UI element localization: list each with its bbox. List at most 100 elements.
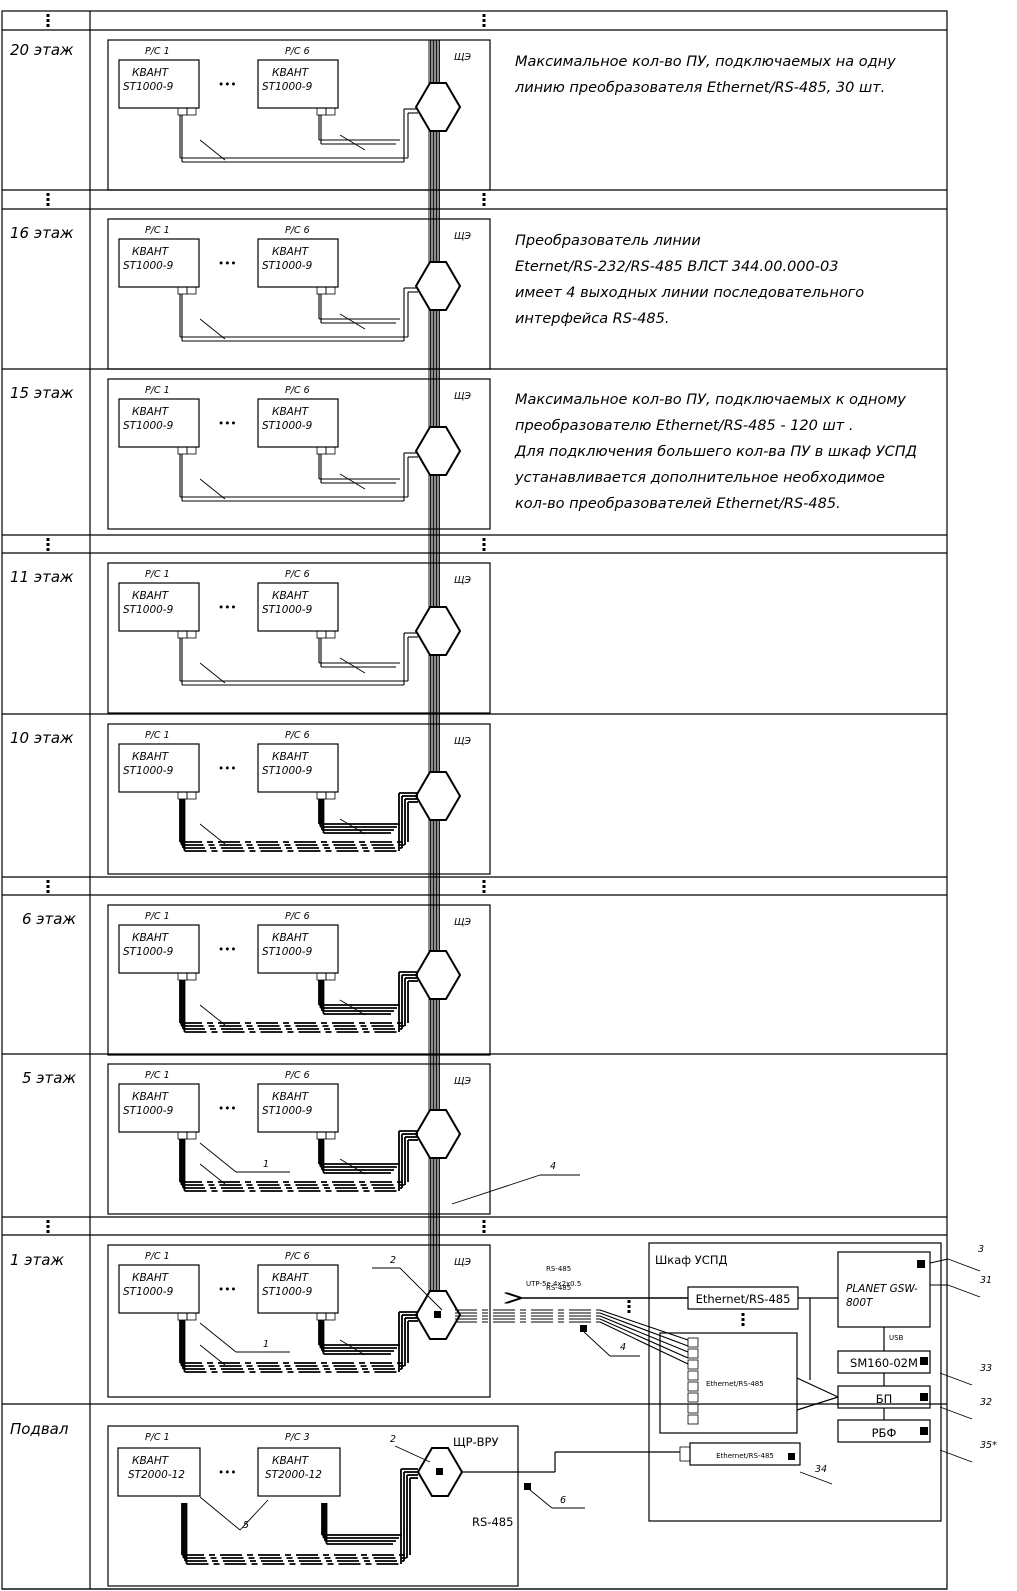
- callout-2: 2: [390, 1434, 396, 1445]
- terminal: [186, 972, 197, 981]
- port: [679, 1446, 691, 1462]
- meter-type: ST1000-9: [262, 420, 313, 432]
- terminal: [316, 791, 327, 800]
- leader: [199, 478, 226, 500]
- meter-position-label: Р/С 6: [285, 911, 310, 922]
- meter-model: КВАНТ: [132, 590, 170, 602]
- continuation-dots: [741, 1313, 745, 1326]
- meter-position-label: Р/С 1: [145, 730, 170, 741]
- panel-label: ЩЭ: [454, 736, 471, 747]
- leader: [939, 1449, 973, 1463]
- meter-box: [257, 743, 339, 793]
- rs485-wire: [599, 1315, 689, 1353]
- terminal: [316, 1131, 327, 1140]
- panel-box: [107, 904, 491, 1056]
- leader: [239, 1499, 269, 1531]
- leader: [394, 1445, 431, 1463]
- ellipsis: •••: [218, 79, 237, 91]
- terminal: [316, 630, 327, 639]
- ellipsis: •••: [218, 763, 237, 775]
- meter-type: ST1000-9: [262, 81, 313, 93]
- leader: [199, 823, 226, 845]
- continuation-dots: [627, 1300, 631, 1313]
- panel-box: [107, 562, 491, 714]
- switch-model: PLANET GSW-: [846, 1283, 918, 1295]
- rs485-label: RS-485: [472, 1515, 513, 1529]
- terminal: [186, 107, 197, 116]
- meter-position-label: Р/С 1: [145, 385, 170, 396]
- panel-label: ЩЭ: [454, 391, 471, 402]
- meter-model: КВАНТ: [132, 67, 170, 79]
- terminal: [316, 286, 327, 295]
- continuation-dots: [482, 1220, 486, 1233]
- junction-marker: [434, 1311, 441, 1318]
- port: [687, 1348, 699, 1359]
- converter-label: Ethernet/RS-485: [706, 1380, 764, 1388]
- meter-box: [118, 924, 200, 974]
- junction-marker: [436, 1468, 443, 1475]
- meter-position-label: Р/С 6: [285, 385, 310, 396]
- leader: [199, 1163, 226, 1185]
- meter-model: КВАНТ: [272, 246, 310, 258]
- port: [687, 1403, 699, 1414]
- meter-model: КВАНТ: [272, 1455, 310, 1467]
- converter-label: Ethernet/RS-485: [716, 1452, 774, 1460]
- meter-model: КВАНТ: [272, 1091, 310, 1103]
- meter-type: ST1000-9: [262, 1105, 313, 1117]
- terminal: [325, 446, 336, 455]
- floor-note-line: имеет 4 выходных линии последовательного: [515, 285, 864, 301]
- link: [796, 1396, 839, 1411]
- meter-position-label: Р/С 6: [285, 225, 310, 236]
- meter-box: [118, 1083, 200, 1133]
- callout: 3: [978, 1244, 984, 1255]
- ellipsis: •••: [218, 1467, 237, 1479]
- meter-position-label: Р/С 1: [145, 1432, 170, 1443]
- leader: [339, 657, 366, 674]
- meter-type: ST1000-9: [123, 1105, 174, 1117]
- meter-type: ST1000-9: [262, 260, 313, 272]
- continuation-dots: [46, 538, 50, 551]
- meter-model: КВАНТ: [272, 1272, 310, 1284]
- floor-note-line: Для подключения большего кол-ва ПУ в шка…: [514, 444, 917, 460]
- junction-box: [414, 1109, 462, 1159]
- ellipsis: •••: [218, 418, 237, 430]
- panel-label: ЩЭ: [454, 52, 471, 63]
- port: [687, 1414, 699, 1425]
- floor-note-line: Максимальное кол-во ПУ, подключаемых к о…: [515, 392, 906, 408]
- leader: [339, 134, 366, 151]
- ellipsis: •••: [218, 258, 237, 270]
- panel-box: [107, 218, 491, 370]
- floor-label: 1 этаж: [10, 1251, 64, 1269]
- meter-box: [118, 398, 200, 448]
- meter-position-label: Р/С 6: [285, 46, 310, 57]
- meter-box: [257, 238, 339, 288]
- frame: [1, 10, 948, 1590]
- terminal: [325, 1131, 336, 1140]
- terminal: [177, 446, 188, 455]
- cable-marker: [580, 1325, 587, 1332]
- terminal: [186, 286, 197, 295]
- leader: [583, 1331, 611, 1357]
- terminal: [325, 286, 336, 295]
- panel-box: [107, 39, 491, 191]
- rs485-wire: [599, 1312, 689, 1347]
- terminal: [186, 630, 197, 639]
- leader: [939, 1372, 973, 1386]
- floor-label: 15 этаж: [10, 384, 74, 402]
- leader: [451, 1174, 541, 1205]
- floor-note-line: Преобразователь линии: [515, 233, 701, 249]
- meter-model: КВАНТ: [132, 406, 170, 418]
- terminal: [316, 107, 327, 116]
- rs485-wire: [599, 1321, 689, 1365]
- meter-position-label: Р/С 6: [285, 1251, 310, 1262]
- continuation-dots: [482, 193, 486, 206]
- panel-label: ЩЭ: [454, 917, 471, 928]
- switch-marker: [917, 1260, 925, 1268]
- meter-type: ST1000-9: [123, 1286, 174, 1298]
